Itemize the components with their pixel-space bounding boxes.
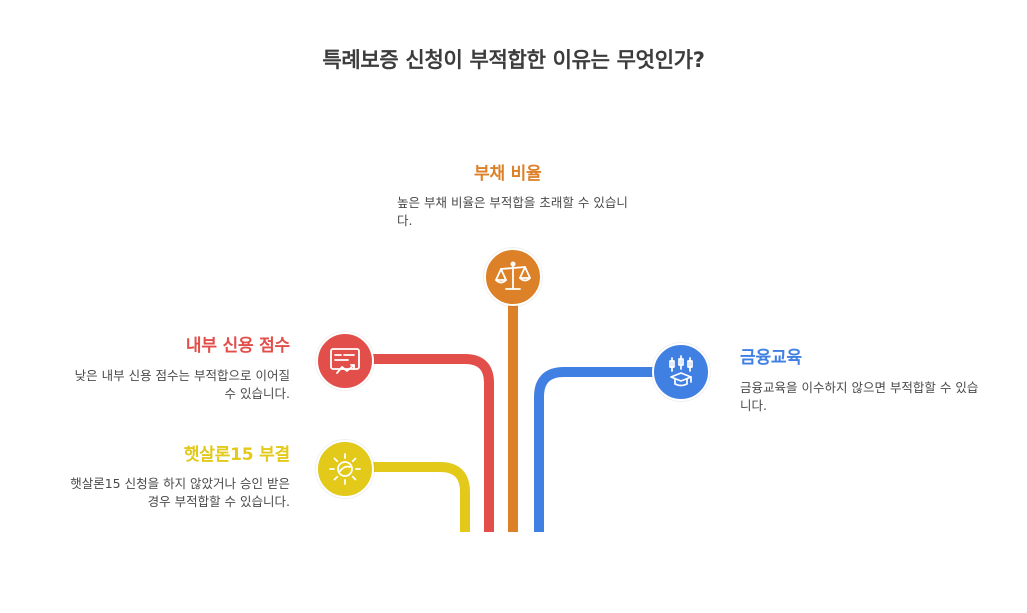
debt-description: 높은 부채 비율은 부적합을 초래할 수 있습니다. <box>397 195 628 228</box>
debt-label: 부채 비율 <box>474 164 542 184</box>
credit-certificate-icon <box>330 348 360 374</box>
sun-icon <box>329 453 361 485</box>
connector-credit <box>372 354 494 532</box>
credit-label: 내부 신용 점수 <box>185 336 290 356</box>
connector-education <box>534 367 656 532</box>
education-node <box>652 343 710 401</box>
page-title: 특례보증 신청이 부적합한 이유는 무엇인가? <box>322 48 705 72</box>
sunshine-label: 햇살론15 부결 <box>183 445 290 465</box>
education-description: 금융교육을 이수하지 않으면 부적합할 수 있습니다. <box>740 380 979 413</box>
sunshine-node <box>316 440 374 498</box>
credit-description: 낮은 내부 신용 점수는 부적합으로 이어질 수 있습니다. <box>74 368 290 401</box>
connector-sunshine <box>372 462 470 532</box>
debt-node <box>484 248 542 306</box>
education-chart-icon <box>669 355 693 387</box>
credit-node <box>316 332 374 390</box>
education-label: 금융교육 <box>740 348 802 368</box>
sunshine-description: 햇살론15 신청을 하지 않았거나 승인 받은 경우 부적합할 수 있습니다. <box>70 476 290 509</box>
balance-scale-icon <box>495 261 531 290</box>
